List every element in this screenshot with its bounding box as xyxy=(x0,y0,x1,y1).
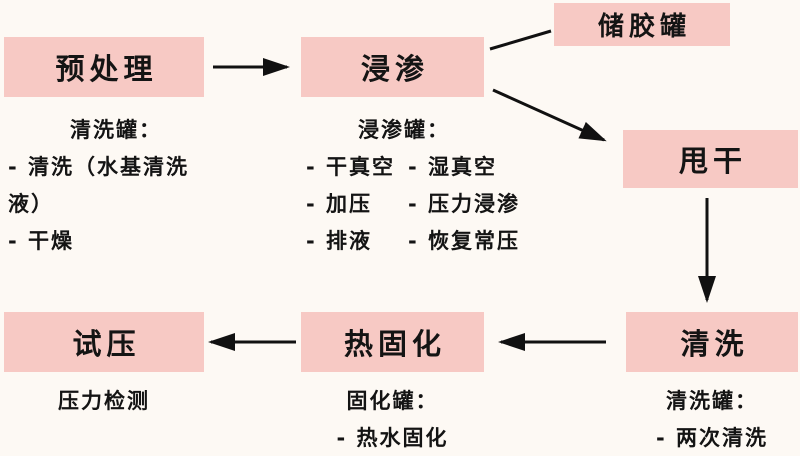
node-pressure-test: 试压 xyxy=(4,312,204,372)
note-wash: 清洗罐： - 两次清洗 xyxy=(626,383,798,456)
node-impregnation: 浸渗 xyxy=(301,37,484,97)
node-heat-cure: 热固化 xyxy=(301,312,484,372)
note-heat-cure: 固化罐： - 热水固化 xyxy=(301,383,484,456)
note-impregnation-row: - 排液 - 恢复常压 xyxy=(306,223,520,260)
node-glue-tank: 储胶罐 xyxy=(554,3,730,46)
note-impregnation-item: - 干真空 xyxy=(306,155,396,179)
note-pressure-test-line: 压力检测 xyxy=(58,389,150,413)
note-impregnation-item: - 恢复常压 xyxy=(408,229,521,253)
note-impregnation-row: - 加压 - 压力浸渗 xyxy=(306,186,520,223)
note-pretreatment: 清洗罐： - 清洗（水基清洗 液） - 干燥 xyxy=(8,112,189,260)
node-wash: 清洗 xyxy=(626,312,798,372)
line-impregnation-to-glue-tank xyxy=(489,29,552,51)
node-spin-dry: 甩干 xyxy=(623,130,798,188)
note-pretreatment-line: 液） xyxy=(8,192,54,216)
note-impregnation: 浸渗罐： - 干真空 - 湿真空 - 加压 - 压力浸渗 - 排液 - 恢复常压 xyxy=(306,112,520,260)
note-impregnation-item: - 湿真空 xyxy=(408,155,498,179)
note-wash-line: - 两次清洗 xyxy=(655,426,769,450)
note-heat-cure-line: - 热水固化 xyxy=(336,426,449,450)
note-pretreatment-line: - 清洗（水基清洗 xyxy=(8,155,190,179)
node-pretreatment: 预处理 xyxy=(4,37,204,97)
note-pretreatment-line: - 干燥 xyxy=(8,229,75,253)
note-heat-cure-title: 固化罐： xyxy=(346,389,439,413)
note-impregnation-item: - 排液 xyxy=(306,229,373,253)
note-wash-title: 清洗罐： xyxy=(666,389,758,413)
note-impregnation-title: 浸渗罐： xyxy=(358,118,450,142)
note-pressure-test: 压力检测 xyxy=(4,383,204,420)
note-impregnation-item: - 加压 xyxy=(306,192,373,216)
note-impregnation-row: - 干真空 - 湿真空 xyxy=(306,149,520,186)
note-impregnation-item: - 压力浸渗 xyxy=(408,192,521,216)
note-pretreatment-title: 清洗罐： xyxy=(70,118,162,142)
